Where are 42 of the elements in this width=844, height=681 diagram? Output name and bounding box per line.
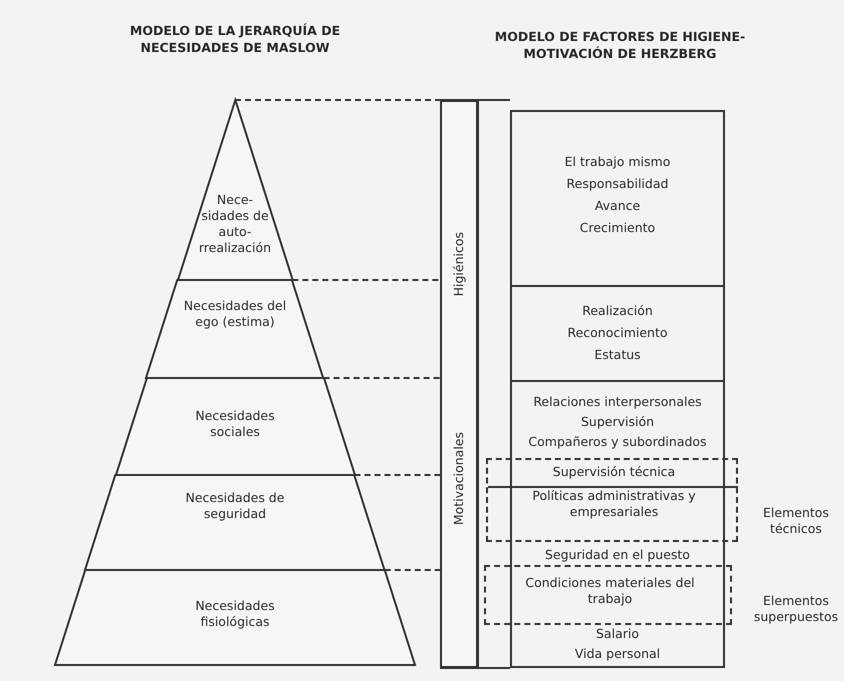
factor-box (510, 110, 725, 287)
category-label: Motivacionales (451, 432, 467, 526)
factor-box (510, 285, 725, 382)
factor-label: Salario (595, 626, 640, 642)
level-label: Necesidades del ego (estima) (182, 298, 288, 330)
level-label: Necesidades sociales (194, 408, 276, 440)
factor-label: Relaciones interpersonales (532, 394, 703, 410)
factor-label: Estatus (593, 347, 642, 363)
factor-label: Supervisión (580, 414, 656, 430)
factor-box (510, 380, 725, 668)
level-label: Nece- sidades de auto- rrealización (198, 192, 272, 256)
factor-label: Crecimiento (578, 220, 656, 236)
group-label: Elementos técnicos (762, 505, 830, 537)
dashed-connector (354, 474, 440, 476)
category-strip (440, 100, 478, 668)
factor-label: Realización (581, 303, 654, 319)
dashed-connector (324, 377, 440, 379)
factor-label: Compañeros y subordinados (527, 434, 708, 450)
category-label: Higiénicos (451, 232, 467, 296)
pyramid-level (146, 280, 324, 378)
pyramid-level (85, 475, 385, 570)
group-label: Elementos superpuestos (752, 593, 840, 625)
factor-label: Responsabilidad (566, 176, 670, 192)
level-label: Necesidades fisiológicas (194, 598, 276, 630)
heading: MODELO DE LA JERARQUÍA DE NECESIDADES DE MASLOW (128, 22, 342, 56)
level-label: Necesidades de seguridad (184, 490, 286, 522)
factor-label: Seguridad en el puesto (544, 547, 691, 563)
factor-label: Reconocimiento (566, 325, 669, 341)
dashed-group-box (484, 565, 732, 625)
pyramid-level (55, 570, 415, 665)
dashed-connector (235, 99, 440, 101)
factor-label: Políticas administrativas y empresariales (531, 488, 697, 520)
dashed-group-box (486, 458, 738, 542)
factor-label: El trabajo mismo (564, 154, 672, 170)
heading: MODELO DE FACTORES DE HIGIENE-MOTIVACIÓN DE HERZBERG (494, 28, 746, 62)
factor-label: Supervisión técnica (552, 464, 676, 480)
pyramid-level (116, 378, 354, 475)
dashed-connector (292, 279, 440, 281)
dashed-connector (384, 569, 440, 571)
factor-label: Condiciones materiales del trabajo (524, 575, 696, 607)
factor-label: Avance (594, 198, 642, 214)
factor-label: Vida personal (574, 646, 662, 662)
